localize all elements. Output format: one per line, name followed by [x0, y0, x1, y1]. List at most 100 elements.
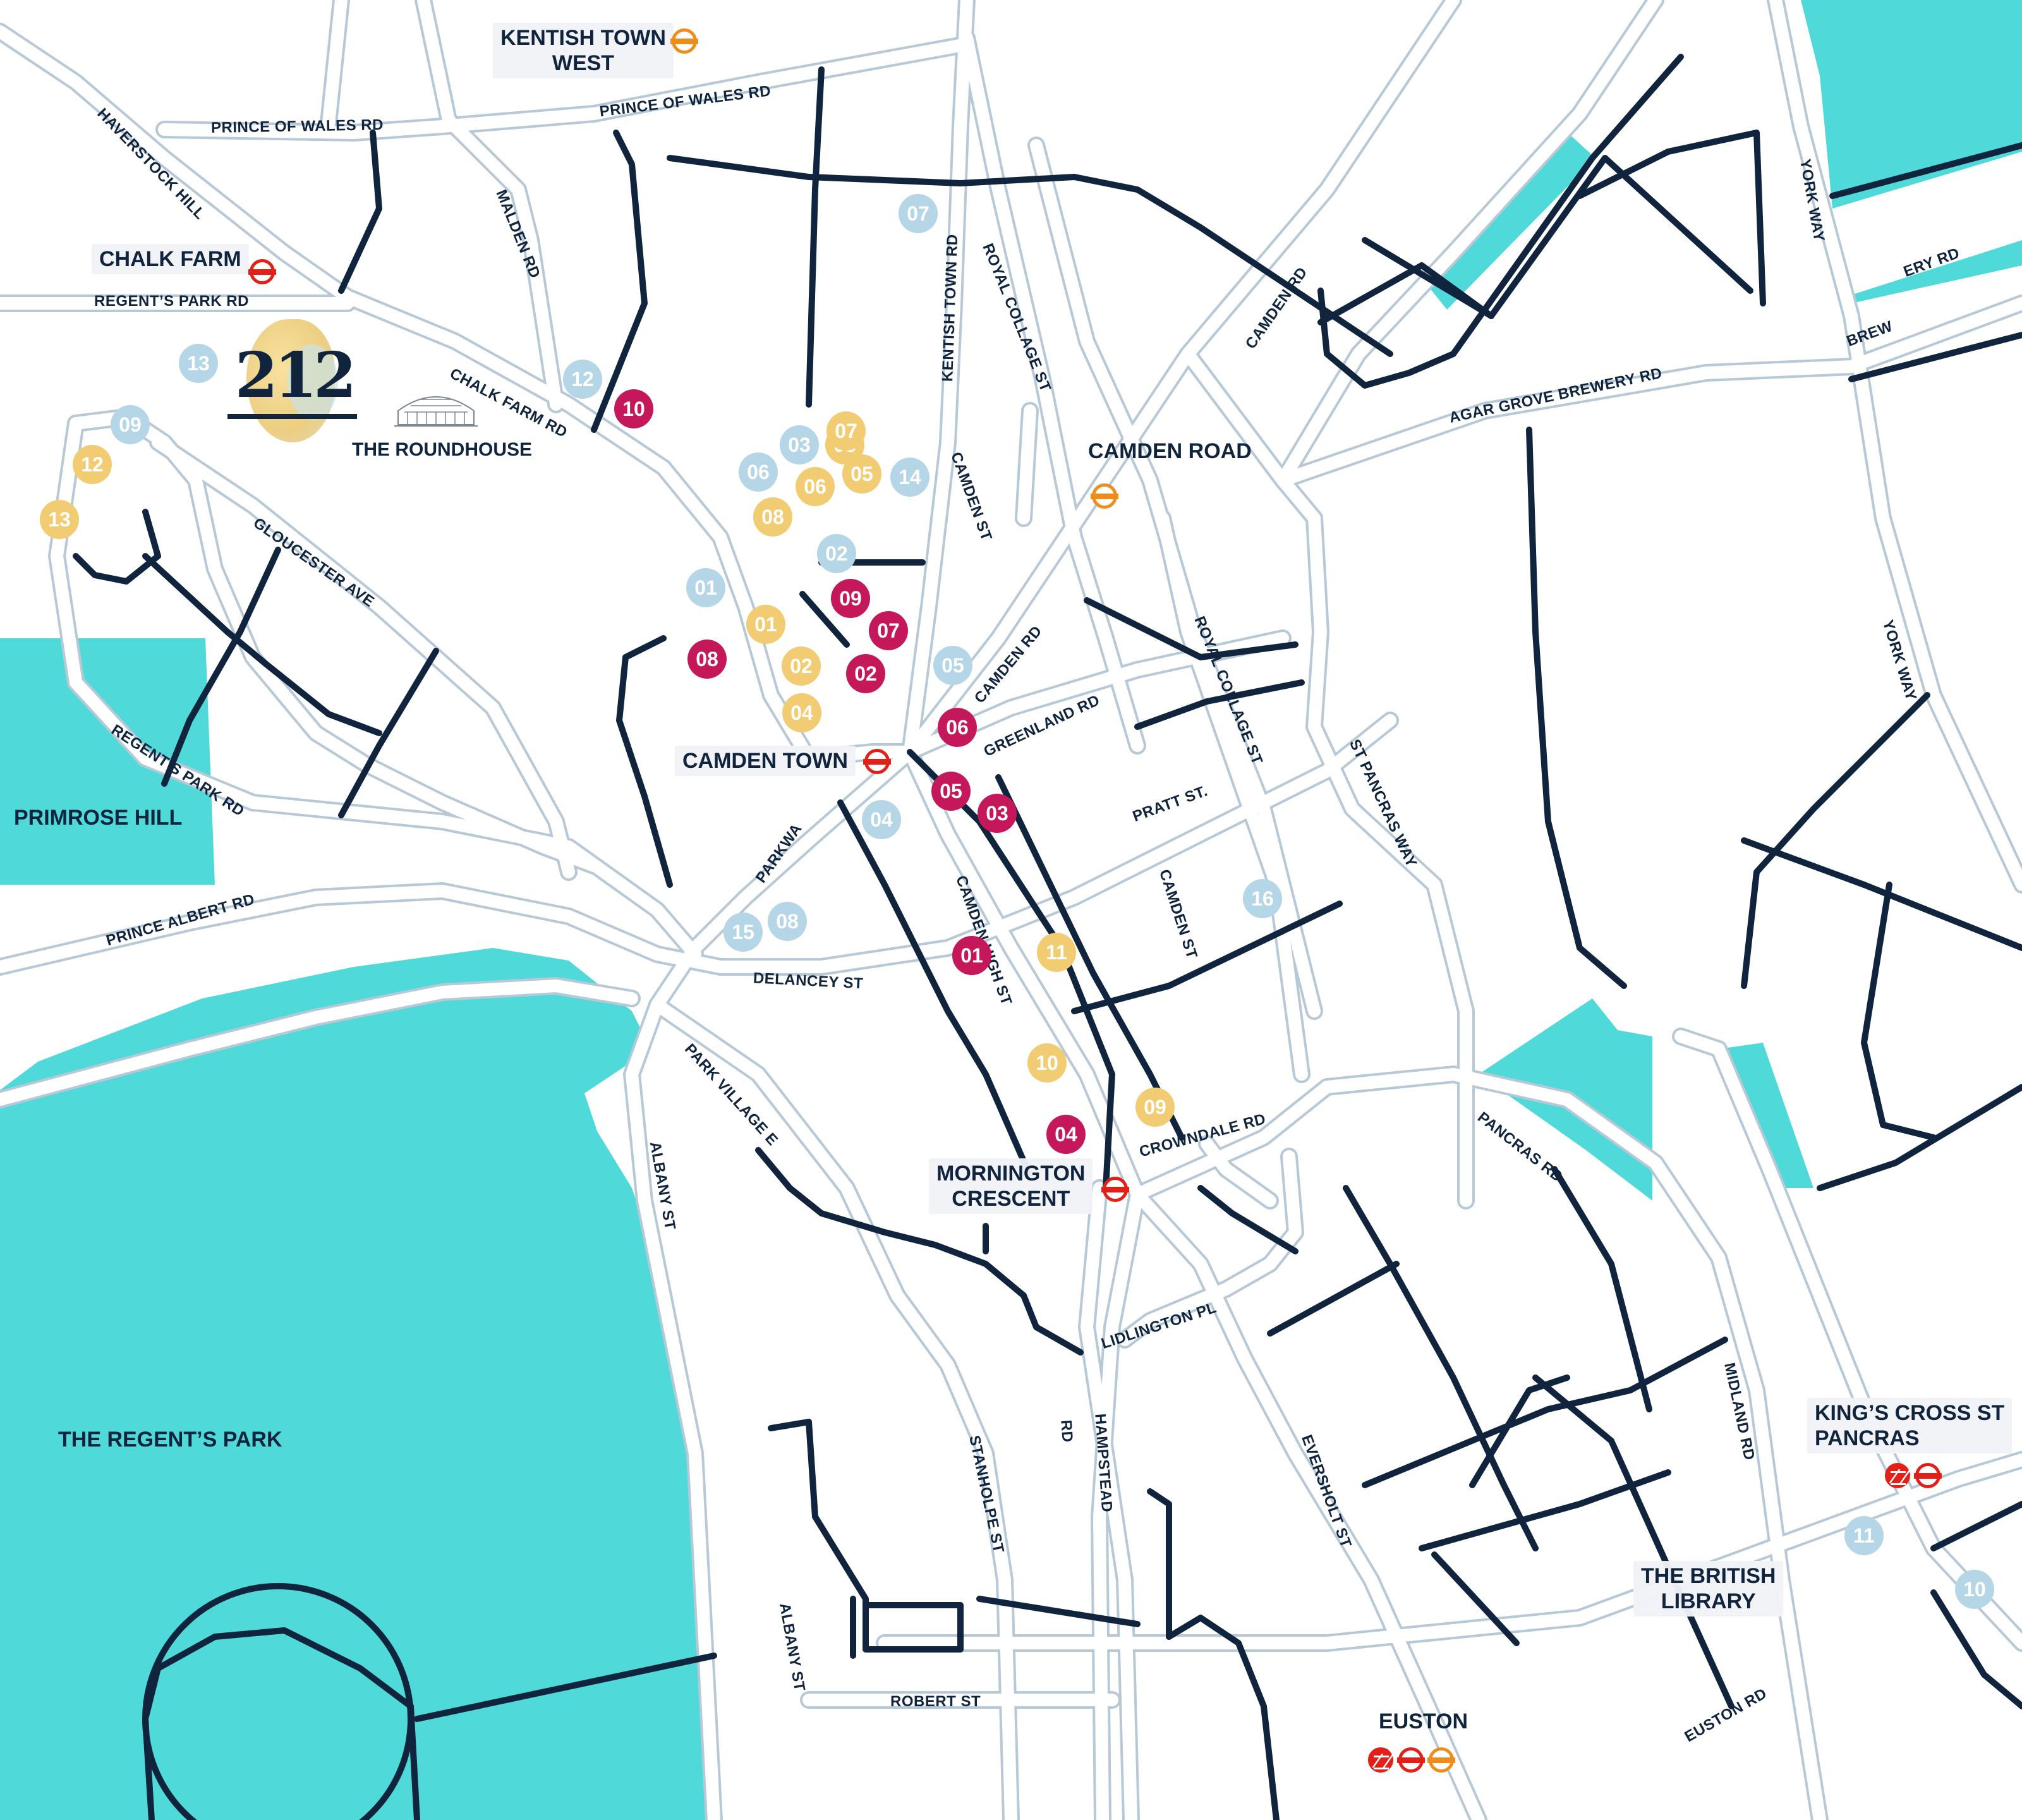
station-mornington-crescent[interactable] [1101, 1177, 1129, 1202]
street-line [1930, 1589, 2022, 1709]
underground-icon [1914, 1463, 1942, 1488]
street-line [667, 155, 1393, 357]
poi-marker-blue[interactable]: 14 [890, 458, 929, 497]
road [1276, 0, 1662, 487]
station-kings-cross[interactable] [1885, 1463, 1942, 1488]
street-line [1071, 901, 1343, 1014]
poi-marker-blue[interactable]: 06 [739, 452, 778, 492]
street-label-robert-st: ROBERT ST [890, 1693, 981, 1710]
poi-marker-blue[interactable]: 08 [768, 902, 807, 941]
street-line [142, 553, 382, 736]
poi-marker-blue[interactable]: 03 [780, 425, 819, 464]
poi-marker-blue[interactable]: 15 [723, 913, 763, 952]
poi-marker-gold[interactable]: 08 [753, 497, 792, 537]
street-line [616, 635, 673, 888]
water-area [1801, 0, 2022, 209]
street-line [1817, 1084, 2022, 1191]
rail-lines-layer [73, 54, 2022, 1820]
poi-marker-gold[interactable]: 12 [73, 445, 112, 484]
street-line [1419, 1469, 1671, 1551]
road [442, 114, 562, 411]
road [1276, 360, 1858, 487]
road [1674, 1030, 2022, 1649]
place-label-euston: EUSTON [1379, 1709, 1468, 1733]
road [322, 0, 348, 130]
roundhouse-icon [394, 396, 478, 427]
station-euston[interactable] [1368, 1747, 1455, 1773]
poi-marker-gold[interactable]: 10 [1027, 1043, 1067, 1083]
road [1769, 0, 2022, 891]
poi-marker-gold[interactable]: 05 [842, 454, 881, 494]
poi-marker-red[interactable]: 06 [938, 708, 977, 747]
road [0, 25, 354, 303]
poi-marker-red[interactable]: 02 [846, 654, 885, 693]
street-line [806, 66, 825, 408]
poi-marker-blue[interactable]: 05 [933, 646, 972, 685]
street-line [1848, 332, 2022, 382]
poi-marker-gold[interactable]: 06 [796, 467, 835, 506]
poi-marker-blue[interactable]: 11 [1844, 1516, 1884, 1555]
poi-marker-red[interactable]: 08 [687, 640, 727, 679]
station-camden-town[interactable] [863, 749, 891, 774]
poi-marker-blue[interactable]: 07 [899, 194, 938, 233]
national-rail-icon [1368, 1747, 1393, 1773]
street-line [1103, 1071, 1115, 1191]
street-line [1930, 1501, 2022, 1551]
road [904, 0, 973, 758]
poi-marker-blue[interactable]: 04 [862, 800, 901, 839]
street-line [1362, 1337, 1728, 1488]
road [1156, 512, 1308, 1081]
place-label-camden-town: CAMDEN TOWN [675, 746, 856, 776]
poi-marker-red[interactable]: 05 [931, 772, 971, 811]
road [158, 38, 973, 139]
poi-marker-blue[interactable]: 09 [111, 405, 150, 444]
road [341, 291, 815, 765]
place-label-british-library: THE BRITISH LIBRARY [1633, 1561, 1784, 1617]
development-logo: 212 [221, 319, 366, 446]
poi-marker-red[interactable]: 10 [614, 389, 653, 428]
street-line [1317, 54, 1684, 389]
street-line [1577, 130, 1766, 306]
poi-marker-blue[interactable]: 02 [817, 534, 856, 573]
poi-marker-red[interactable]: 07 [869, 611, 908, 650]
road [0, 714, 1396, 973]
poi-marker-blue[interactable]: 12 [563, 360, 602, 399]
street-line [73, 509, 161, 585]
poi-marker-blue[interactable]: 10 [1955, 1570, 1994, 1609]
place-label-primrose-hill: PRIMROSE HILL [14, 806, 183, 830]
poi-marker-gold[interactable]: 01 [746, 605, 785, 644]
poi-marker-gold[interactable]: 02 [782, 646, 821, 686]
poi-marker-blue[interactable]: 16 [1243, 879, 1282, 918]
poi-marker-gold[interactable]: 11 [1037, 933, 1076, 972]
poi-marker-blue[interactable]: 01 [686, 568, 725, 607]
poi-marker-red[interactable]: 01 [952, 936, 991, 975]
underground-icon [863, 749, 891, 774]
road [152, 436, 575, 878]
overground-icon [670, 28, 698, 54]
poi-marker-red[interactable]: 09 [831, 579, 870, 618]
street-line [1343, 1185, 1539, 1551]
station-camden-road[interactable] [1091, 483, 1118, 509]
poi-marker-gold[interactable]: 04 [782, 693, 821, 732]
street-line [1469, 1374, 1570, 1488]
poi-marker-red[interactable]: 04 [1046, 1115, 1086, 1154]
road [1081, 1182, 1137, 1820]
poi-marker-gold[interactable]: 07 [826, 411, 866, 451]
road [1845, 297, 2022, 373]
poi-marker-gold[interactable]: 09 [1135, 1088, 1175, 1127]
station-kentish-town-west[interactable] [670, 28, 698, 54]
poi-marker-red[interactable]: 03 [978, 794, 1017, 833]
street-line [1526, 427, 1627, 989]
place-label-camden-road: CAMDEN ROAD [1088, 439, 1252, 463]
poi-marker-gold[interactable]: 13 [40, 500, 79, 539]
poi-marker-blue[interactable]: 13 [179, 344, 218, 383]
station-chalk-farm[interactable] [248, 259, 276, 284]
street-line [1084, 597, 1299, 660]
street-line [1362, 155, 1753, 319]
road [51, 417, 701, 961]
road [651, 998, 1017, 1820]
road [878, 1453, 2022, 1649]
